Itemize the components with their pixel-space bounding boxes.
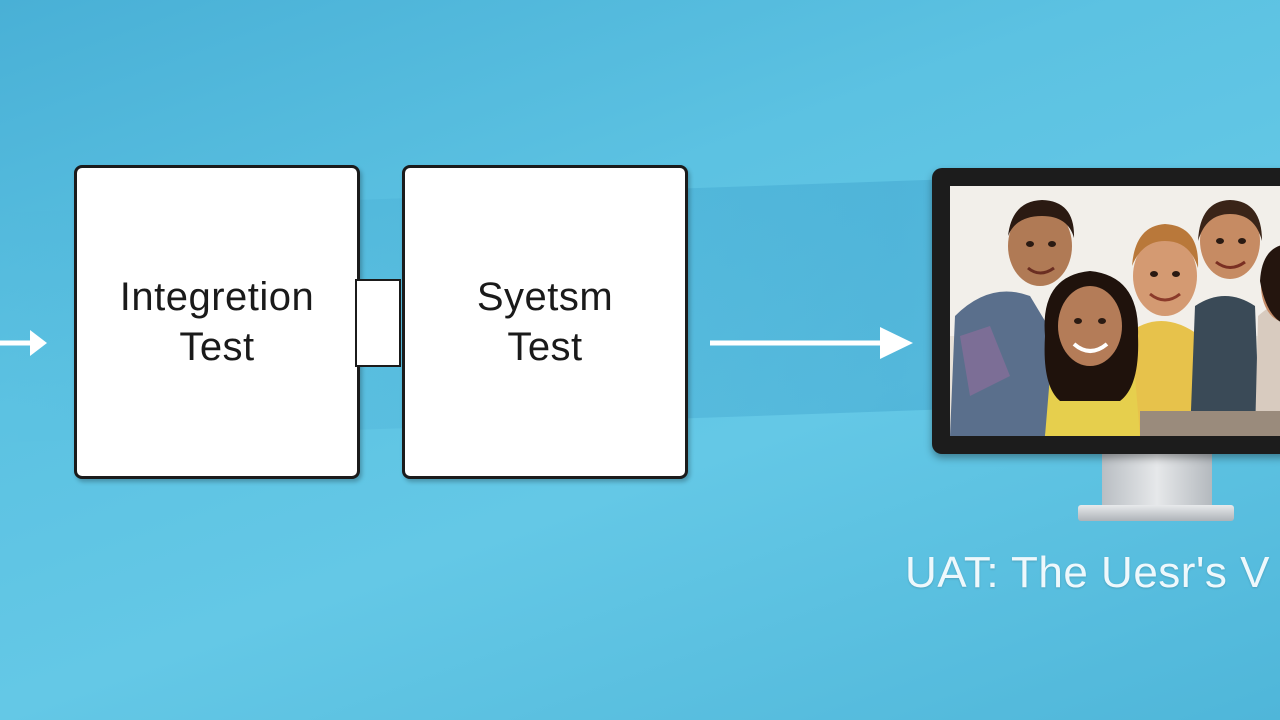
integration-test-box: Integretion Test bbox=[74, 165, 360, 479]
monitor-stand bbox=[1102, 453, 1212, 509]
integration-test-label: Integretion Test bbox=[120, 272, 315, 372]
system-test-label: Syetsm Test bbox=[477, 272, 613, 372]
uat-caption: UAT: The Uesr's V bbox=[905, 548, 1270, 597]
monitor-base bbox=[1078, 505, 1234, 521]
users-photo bbox=[950, 186, 1280, 436]
box-connector bbox=[355, 279, 401, 367]
integration-test-line1: Integretion bbox=[119, 275, 315, 319]
system-test-line2: Test bbox=[507, 325, 583, 369]
monitor-icon bbox=[932, 168, 1280, 454]
integration-test-line2: Test bbox=[179, 325, 255, 369]
entry-arrow-icon bbox=[0, 330, 47, 356]
arrow-right-icon bbox=[710, 327, 913, 359]
system-test-line1: Syetsm bbox=[476, 275, 614, 319]
system-test-box: Syetsm Test bbox=[402, 165, 688, 479]
group-of-users-image bbox=[950, 186, 1280, 436]
